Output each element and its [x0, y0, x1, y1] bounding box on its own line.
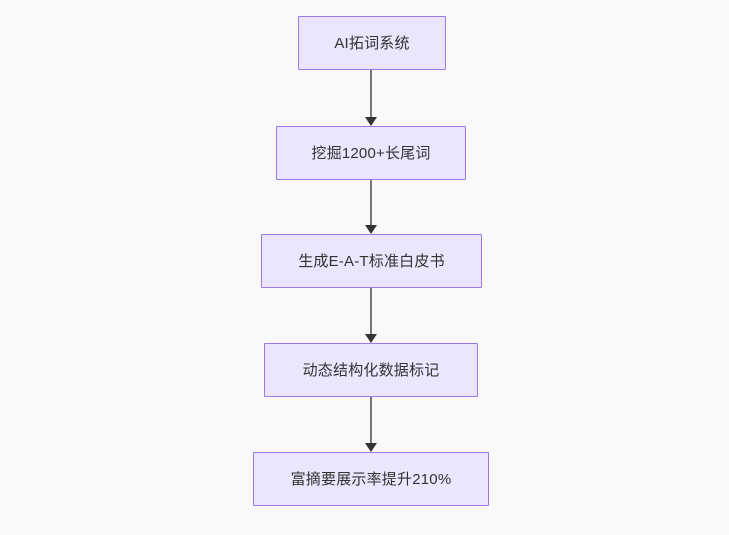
arrowhead-icon — [365, 225, 377, 234]
arrowhead-icon — [365, 334, 377, 343]
edge-n2-n3 — [362, 180, 380, 234]
edge-line — [370, 397, 372, 443]
edge-n4-n5 — [362, 397, 380, 452]
flow-node-mine-longtail-keywords[interactable]: 挖掘1200+长尾词 — [276, 126, 466, 180]
flow-node-label: 挖掘1200+长尾词 — [311, 144, 431, 162]
edge-line — [370, 288, 372, 334]
flow-node-label: 动态结构化数据标记 — [302, 361, 440, 379]
flow-node-dynamic-structured-data-markup[interactable]: 动态结构化数据标记 — [264, 343, 478, 397]
flow-node-label: 生成E-A-T标准白皮书 — [298, 252, 445, 270]
flow-node-label: AI拓词系统 — [334, 34, 410, 52]
edge-line — [370, 70, 372, 117]
arrowhead-icon — [365, 443, 377, 452]
flow-node-ai-keyword-system[interactable]: AI拓词系统 — [298, 16, 446, 70]
flow-node-rich-snippet-impression-uplift[interactable]: 富摘要展示率提升210% — [253, 452, 489, 506]
flow-node-generate-eat-whitepaper[interactable]: 生成E-A-T标准白皮书 — [261, 234, 482, 288]
edge-n1-n2 — [362, 70, 380, 126]
edge-line — [370, 180, 372, 225]
arrowhead-icon — [365, 117, 377, 126]
flow-node-label: 富摘要展示率提升210% — [290, 470, 452, 488]
edge-n3-n4 — [362, 288, 380, 343]
